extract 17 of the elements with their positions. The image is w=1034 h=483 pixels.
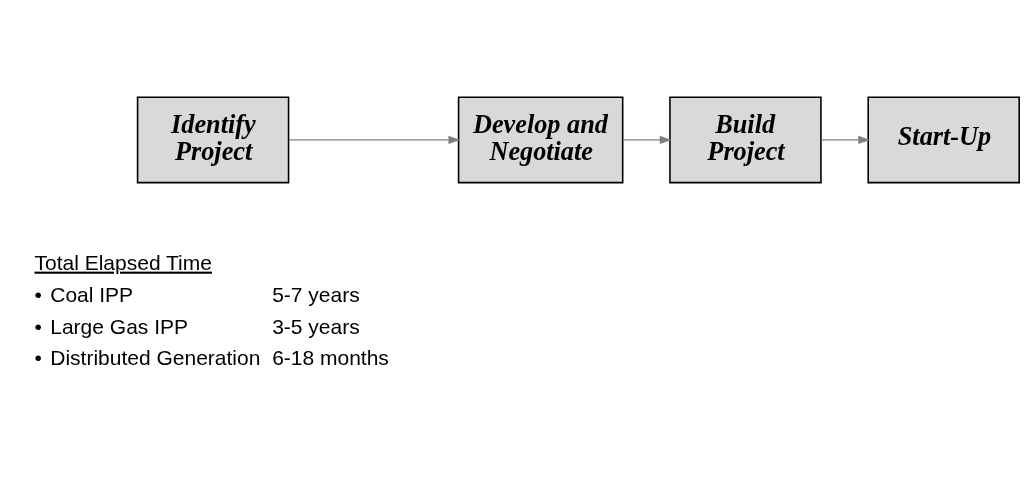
label: • [34,314,42,338]
label: Distributed Generation [50,345,261,369]
node-box: Identify Project [136,95,290,183]
node-box: Start-Up [867,95,1020,183]
arrow [622,135,672,144]
arrow [288,135,461,144]
node-box: Develop and Negotiate [457,95,624,183]
label: • [34,282,42,306]
label: 5-7 years [272,282,360,306]
node-box: Build Project [669,95,822,183]
label: Coal IPP [50,282,134,306]
arrow [820,135,871,144]
label: Total Elapsed Time [34,250,212,274]
label: 6-18 months [272,345,389,369]
label: 3-5 years [272,314,360,338]
label: • [34,345,42,369]
label: Large Gas IPP [50,314,189,338]
